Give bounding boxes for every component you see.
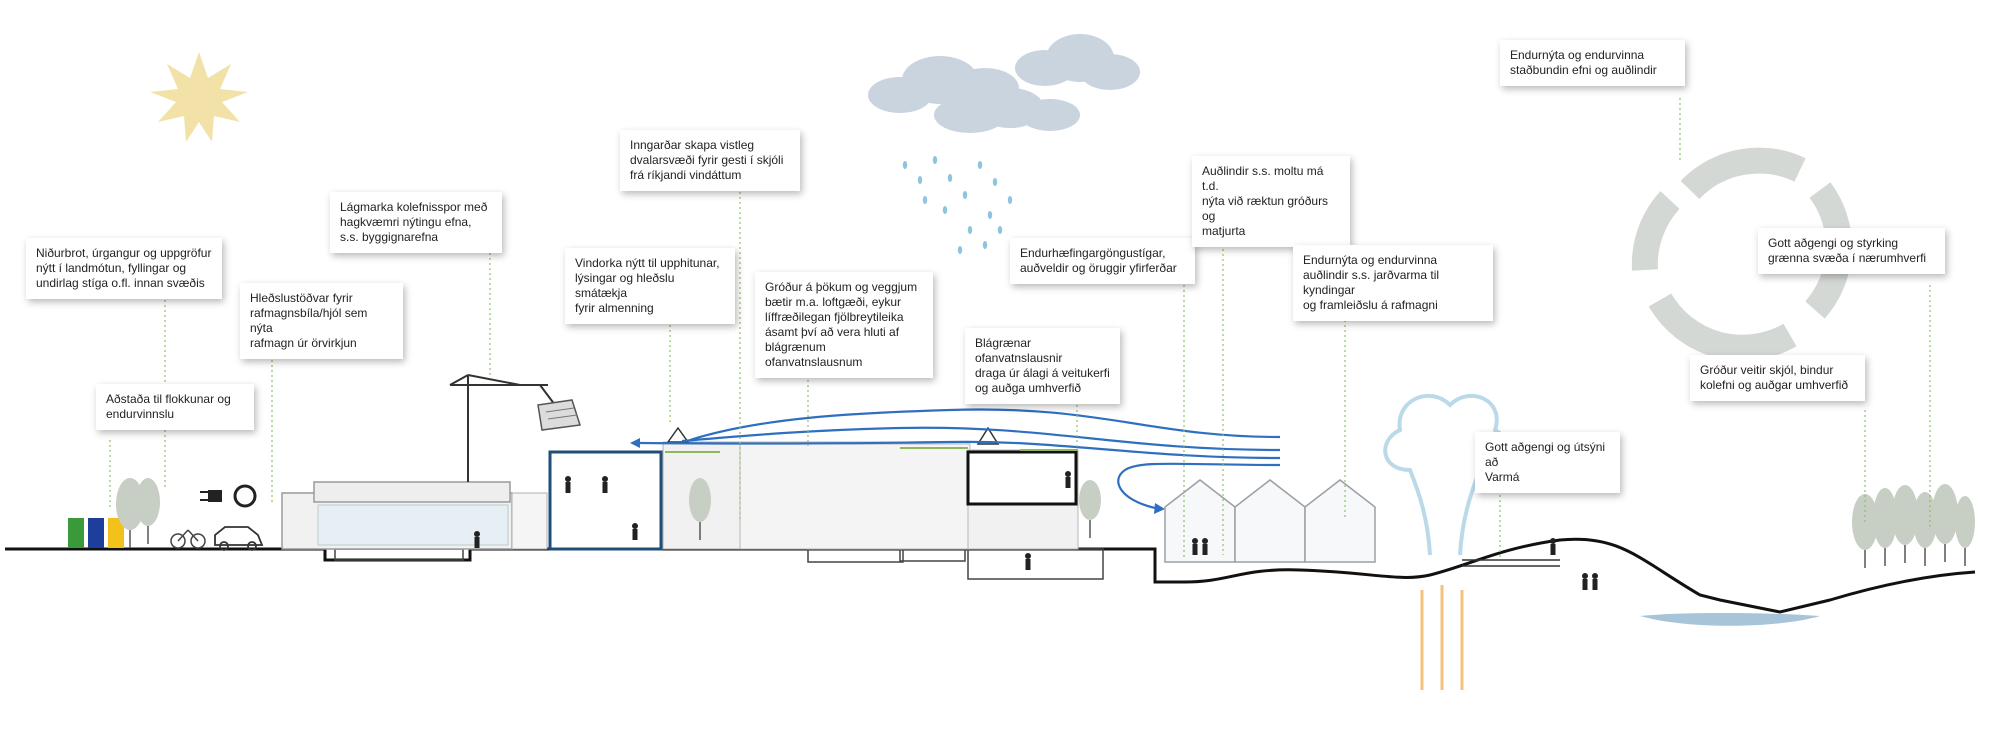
person-body xyxy=(474,537,480,548)
person-body xyxy=(565,482,571,493)
person-head xyxy=(1025,553,1031,559)
tree-canopy xyxy=(1079,480,1101,520)
person-head xyxy=(1192,538,1198,544)
rain-drop xyxy=(922,196,928,204)
building-center xyxy=(662,441,1079,550)
person-head xyxy=(632,523,638,529)
rain-icon xyxy=(902,156,1013,254)
tree-canopy xyxy=(1873,488,1897,548)
person-body xyxy=(1550,544,1556,555)
rain-drop xyxy=(992,178,998,186)
person-head xyxy=(1202,538,1208,544)
callout-vegetation-carbon: Gróður veitir skjól, bindur kolefni og a… xyxy=(1690,355,1865,401)
rain-drop xyxy=(942,206,948,214)
callout-compost-resources: Auðlindir s.s. moltu má t.d. nýta við ræ… xyxy=(1192,156,1350,247)
wind-arrowheads xyxy=(630,438,1165,514)
person-body xyxy=(1582,579,1588,590)
rain-drop xyxy=(957,246,963,254)
person-head xyxy=(602,476,608,482)
person-body xyxy=(1065,477,1071,488)
ground-line xyxy=(5,537,1976,614)
callout-blue-green-solutions: Blágrænar ofanvatnslausnir draga úr álag… xyxy=(965,328,1120,404)
bicycle-icon xyxy=(170,529,206,549)
solar-panel-icon xyxy=(537,399,581,431)
wind-arrow-icon xyxy=(639,408,1281,510)
rain-drop xyxy=(997,226,1003,234)
callout-green-area-access: Gott aðgengi og styrking grænna svæða í … xyxy=(1758,228,1945,274)
basement-outlines xyxy=(334,548,1104,580)
sun-icon xyxy=(150,52,248,142)
person-body xyxy=(1192,544,1198,555)
callout-wind-energy: Vindorka nýtt til upphitunar, lýsingar o… xyxy=(565,248,735,324)
tree-icon xyxy=(116,478,1975,568)
greenhouse-icon xyxy=(1164,479,1376,563)
rain-drop xyxy=(977,161,983,169)
crane-icon xyxy=(449,374,556,482)
geothermal-heat-arrows-icon xyxy=(1420,585,1464,690)
car-icon xyxy=(214,526,264,551)
roof-greenery xyxy=(665,447,1078,453)
person-body xyxy=(1025,559,1031,570)
callout-rehab-paths: Endurhæfingargöngustígar, auðveldir og ö… xyxy=(1010,238,1195,284)
building-left xyxy=(281,481,548,550)
rain-drop xyxy=(967,226,973,234)
rain-drop xyxy=(947,174,953,182)
footbridge-icon xyxy=(1462,559,1560,567)
rain-drop xyxy=(982,241,988,249)
person-head xyxy=(1065,471,1071,477)
rain-drop xyxy=(902,161,908,169)
person-head xyxy=(1592,573,1598,579)
person-body xyxy=(1202,544,1208,555)
callout-green-roofs: Gróður á þökum og veggjum bætir m.a. lof… xyxy=(755,272,933,378)
tree-canopy xyxy=(116,478,144,530)
person-head xyxy=(565,476,571,482)
person-body xyxy=(602,482,608,493)
person-body xyxy=(1592,579,1598,590)
tree-canopy xyxy=(1955,496,1975,548)
callout-ev-charging: Hleðslustöðvar fyrir rafmagnsbíla/hjól s… xyxy=(240,283,403,359)
tree-canopy xyxy=(1913,492,1937,548)
person-icon xyxy=(474,471,1598,590)
tree-canopy xyxy=(1932,484,1958,544)
rain-drop xyxy=(962,191,968,199)
rain-drop xyxy=(917,176,923,184)
rain-drop xyxy=(987,211,993,219)
callout-river-access: Gott aðgengi og útsýni að Varmá xyxy=(1475,432,1620,493)
callout-geothermal: Endurnýta og endurvinna auðlindir s.s. j… xyxy=(1293,245,1493,321)
tree-canopy xyxy=(136,478,160,526)
tree-canopy xyxy=(689,478,711,522)
callout-carbon-footprint: Lágmarka kolefnisspor með hagkvæmri nýti… xyxy=(330,192,502,253)
rain-drop xyxy=(1007,196,1013,204)
recycling-bins-icon xyxy=(68,518,124,548)
callout-waste-reuse: Niðurbrot, úrgangur og uppgröfur nýtt í … xyxy=(26,238,222,299)
person-head xyxy=(474,531,480,537)
callout-courtyards: Inngarðar skapa vistleg dvalarsvæði fyri… xyxy=(620,130,800,191)
cloud-icon xyxy=(868,34,1140,133)
person-head xyxy=(1582,573,1588,579)
ev-charging-plug-icon xyxy=(200,484,257,508)
rain-drop xyxy=(932,156,938,164)
tree-canopy xyxy=(1892,485,1918,545)
callout-local-materials: Endurnýta og endurvinna staðbundin efni … xyxy=(1500,40,1685,86)
wind-turbine-icon xyxy=(666,426,1000,445)
person-body xyxy=(632,529,638,540)
pond-icon xyxy=(1640,613,1820,626)
courtyard-frame-left xyxy=(548,450,663,551)
person-head xyxy=(1550,538,1556,544)
callout-recycling-facility: Aðstaða til flokkunar og endurvinnslu xyxy=(96,384,254,430)
